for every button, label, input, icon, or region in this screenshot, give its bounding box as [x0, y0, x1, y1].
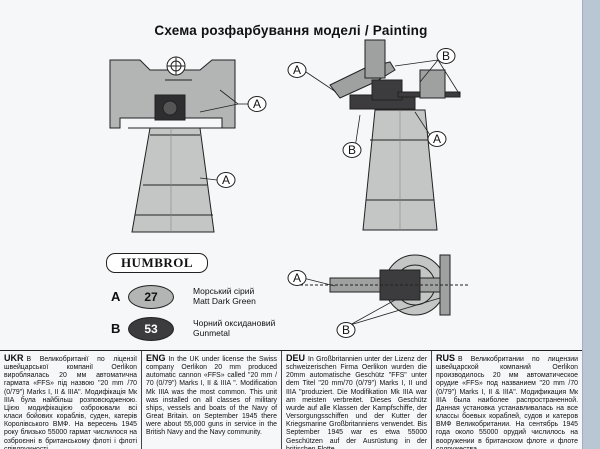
svg-text:B: B [348, 143, 356, 157]
svg-text:A: A [293, 271, 301, 285]
color-name-en: Gunmetal [193, 328, 230, 338]
svg-text:B: B [342, 323, 350, 337]
description-text: В Великобританії по ліцензії швейцарсько… [4, 356, 137, 449]
color-names: Морський сірий Matt Dark Green [193, 286, 256, 306]
language-code: UKR [4, 353, 24, 363]
callout-b-side-left: B [342, 142, 362, 158]
callout-a-side-pedestal: A [427, 131, 447, 147]
language-code: DEU [286, 353, 306, 363]
svg-text:A: A [222, 173, 230, 187]
svg-text:A: A [433, 132, 441, 146]
callout-a-front-base: A [216, 172, 236, 188]
description-text: In Großbritannien unter der Lizenz der s… [286, 356, 427, 449]
svg-text:B: B [442, 49, 450, 63]
color-name-ru: Чорний оксидановий [193, 318, 276, 328]
description-text: В Великобритании по лицензии швейцарской… [436, 356, 578, 449]
color-names: Чорний оксидановий Gunmetal [193, 318, 275, 338]
language-code: ENG [146, 353, 166, 363]
callout-a-front-top: A [247, 96, 267, 112]
front-view-drawing [109, 56, 236, 233]
color-swatch: 27 [128, 285, 174, 309]
color-name-ru: Морський сірий [193, 286, 255, 296]
page-title: Схема розфарбування моделі / Painting [154, 23, 428, 38]
language-code: RUS [436, 353, 456, 363]
top-view-drawing [300, 254, 470, 316]
sheet-edge [582, 0, 600, 449]
description-text: In the UK under license the Swiss compan… [146, 356, 277, 437]
color-swatch: 53 [128, 317, 174, 341]
callout-a-top-view: A [287, 270, 307, 286]
callout-b-side-top: B [436, 48, 456, 64]
color-name-en: Matt Dark Green [193, 296, 256, 306]
callout-a-side-left: A [287, 62, 307, 78]
color-letter: A [111, 289, 121, 304]
callout-b-top-view: B [336, 322, 356, 338]
color-letter: B [111, 321, 121, 336]
side-view-drawing [329, 39, 461, 231]
callout-leaders [199, 59, 461, 326]
svg-text:A: A [253, 97, 261, 111]
svg-text:A: A [293, 63, 301, 77]
brand-label: HUMBROL [106, 253, 208, 273]
